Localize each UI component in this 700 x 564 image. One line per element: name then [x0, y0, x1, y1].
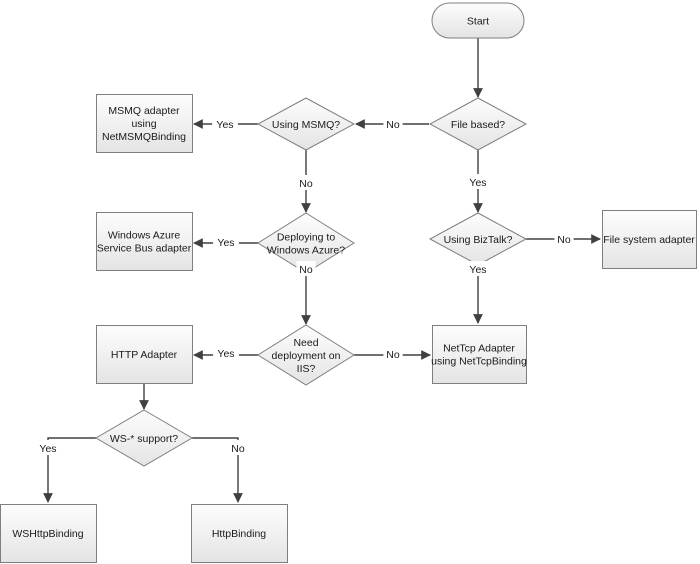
- edge-label-no: No: [299, 264, 313, 276]
- node-httpbinding: HttpBinding: [191, 504, 288, 563]
- node-using-msmq: Using MSMQ?: [256, 97, 356, 151]
- edge-label-background: [212, 116, 238, 131]
- edge-label-background: [383, 346, 403, 361]
- node-label-line: IIS?: [297, 363, 316, 375]
- process-shape: [602, 210, 697, 269]
- node-label-line: MSMQ adapter: [108, 105, 180, 117]
- node-label-line: File based?: [451, 119, 505, 131]
- node-label-line: HttpBinding: [212, 528, 266, 540]
- node-label-line: NetMSMQBinding: [102, 131, 186, 143]
- edge-label-group: No: [296, 175, 316, 190]
- edge-label-background: [228, 440, 248, 455]
- decision-shape: [256, 97, 356, 151]
- node-label-line: using NetTcpBinding: [431, 356, 527, 368]
- node-wshttpbinding: WSHttpBinding: [0, 504, 97, 563]
- edge-label-no: No: [557, 234, 571, 246]
- process-shape: [96, 325, 193, 384]
- node-label-line: Using MSMQ?: [272, 119, 340, 131]
- edge-label-no: No: [299, 178, 313, 190]
- decision-shape: [257, 324, 355, 386]
- node-label-line: Service Bus adapter: [97, 243, 192, 255]
- edge-label-yes: Yes: [217, 237, 234, 249]
- edge-label-group: No: [383, 116, 403, 131]
- edge-label-background: [35, 440, 61, 455]
- node-ws-support: WS-* support?: [95, 409, 193, 467]
- process-shape: [96, 94, 193, 153]
- node-label-line: using: [131, 118, 156, 130]
- edge-label-background: [554, 231, 574, 246]
- edge-label-no: No: [386, 119, 400, 131]
- node-label-line: HTTP Adapter: [111, 349, 178, 361]
- node-label-line: Deploying to: [277, 232, 336, 244]
- node-label-line: Windows Azure: [108, 230, 181, 242]
- edge-label-group: No: [554, 231, 574, 246]
- node-http-adapter: HTTP Adapter: [96, 325, 193, 384]
- node-label-line: Start: [467, 16, 489, 28]
- edge-label-group: No: [228, 440, 248, 455]
- edge-label-background: [213, 345, 239, 360]
- edge-label-group: Yes: [35, 440, 61, 455]
- edge-label-yes: Yes: [39, 443, 56, 455]
- edge-ws-support-to-wshttpbinding: [43, 437, 96, 503]
- decision-shape: [428, 97, 528, 151]
- edge-label-no: No: [231, 443, 245, 455]
- node-label-line: WSHttpBinding: [12, 528, 83, 540]
- node-label-line: NetTcp Adapter: [443, 343, 515, 355]
- edge-label-background: [383, 116, 403, 131]
- edge-label-yes: Yes: [469, 264, 486, 276]
- edge-label-background: [213, 234, 239, 249]
- edge-label-no: No: [386, 349, 400, 361]
- node-label-line: WS-* support?: [110, 433, 178, 445]
- node-label-line: Need: [293, 337, 318, 349]
- process-shape: [0, 504, 97, 563]
- edge-label-group: Yes: [213, 234, 239, 249]
- edge-ws-support-to-httpbinding: [192, 437, 243, 503]
- decision-shape: [95, 409, 193, 467]
- node-label-line: File system adapter: [603, 234, 695, 246]
- edge-label-group: Yes: [213, 345, 239, 360]
- node-using-biztalk: Using BizTalk?: [428, 212, 528, 266]
- node-label-line: Using BizTalk?: [444, 234, 513, 246]
- node-file-based: File based?: [428, 97, 528, 151]
- edge-label-group: No: [296, 261, 316, 276]
- edge-label-group: No: [383, 346, 403, 361]
- edge-label-background: [465, 261, 491, 276]
- edge-label-group: Yes: [212, 116, 238, 131]
- edge-label-yes: Yes: [217, 348, 234, 360]
- process-shape: [432, 325, 527, 384]
- edge-label-group: Yes: [465, 174, 491, 189]
- terminator-shape: [431, 2, 525, 39]
- node-start: Start: [431, 2, 525, 39]
- edge-label-background: [296, 175, 316, 190]
- edge-label-group: Yes: [465, 261, 491, 276]
- edge-label-background: [465, 174, 491, 189]
- edge-label-yes: Yes: [469, 177, 486, 189]
- node-file-system-adapter: File system adapter: [602, 210, 697, 269]
- edge-label-background: [296, 261, 316, 276]
- node-label-line: Windows Azure?: [267, 245, 345, 257]
- edge-label-yes: Yes: [216, 119, 233, 131]
- process-shape: [191, 504, 288, 563]
- process-shape: [96, 212, 193, 271]
- node-label-line: deployment on: [272, 350, 341, 362]
